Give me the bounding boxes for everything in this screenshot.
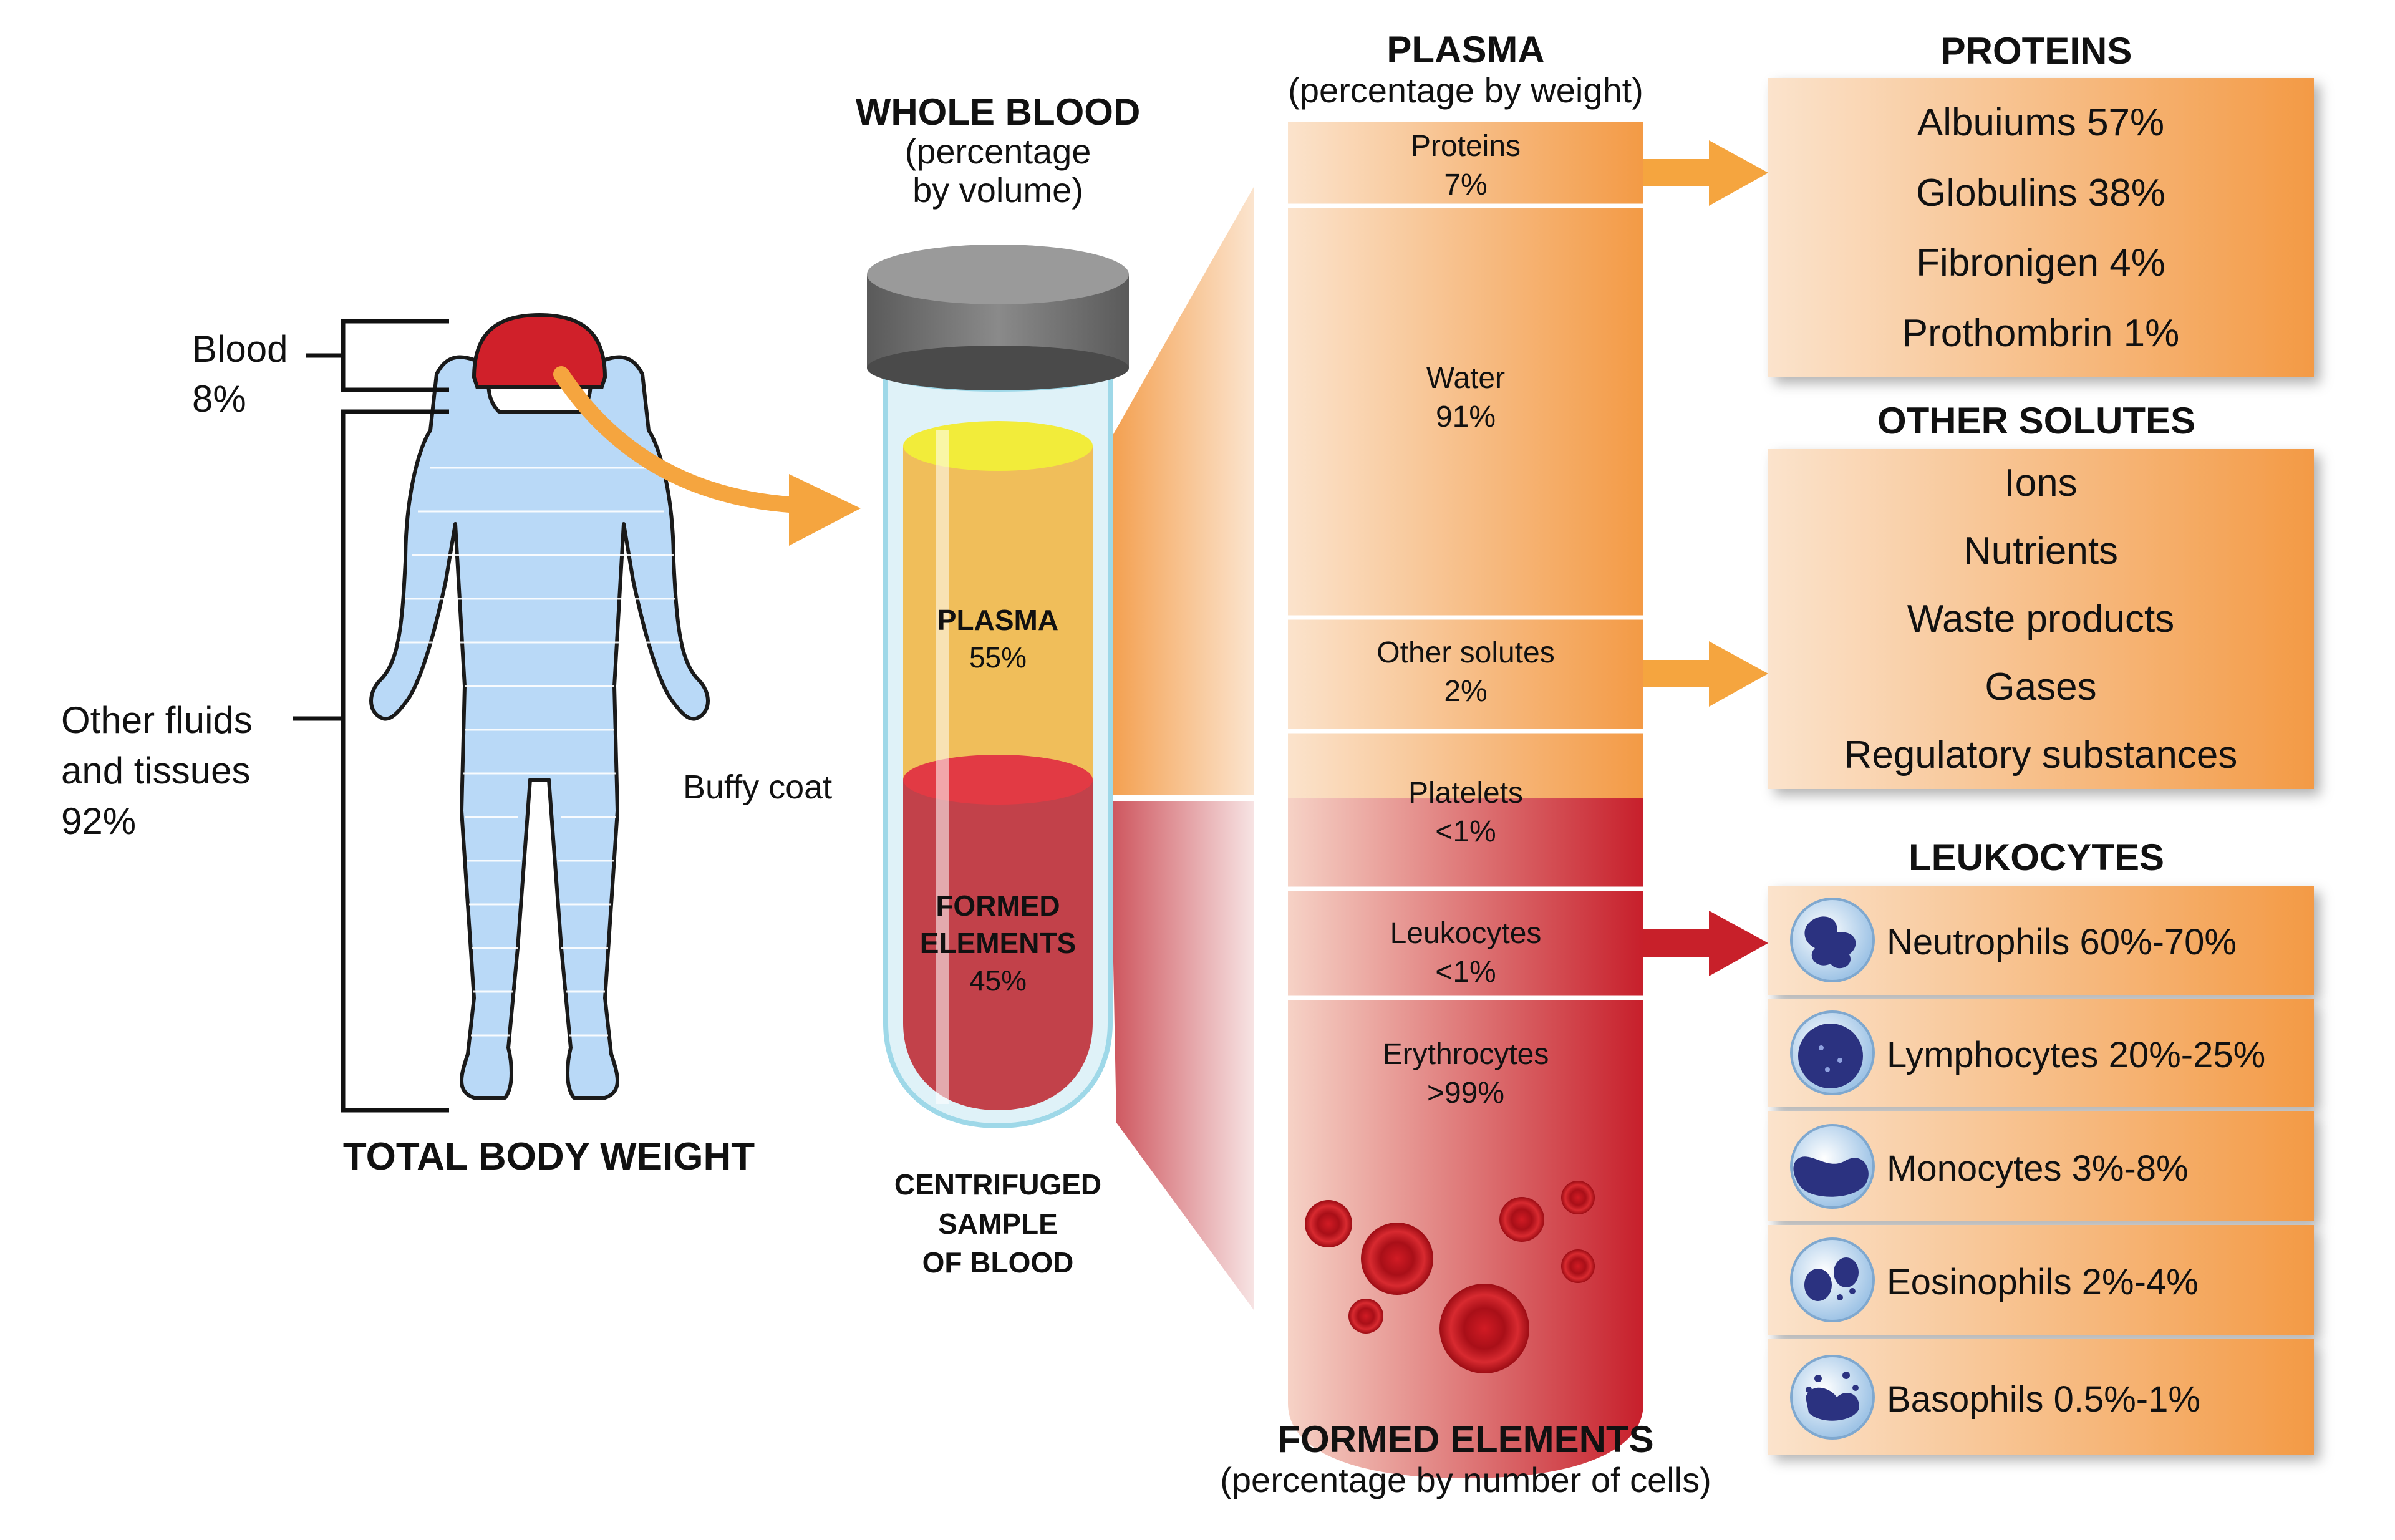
proteins-arrow bbox=[1643, 140, 1768, 206]
leukocyte-item: Eosinophils 2%-4% bbox=[1887, 1262, 2199, 1302]
tube-formed-label-1: FORMED bbox=[936, 889, 1060, 922]
solute-item: Nutrients bbox=[1963, 530, 2118, 573]
test-tube bbox=[867, 245, 1129, 1129]
tube-buffy-coat-surface bbox=[903, 755, 1093, 805]
tube-cap bbox=[867, 245, 1129, 390]
rbc-icon bbox=[1561, 1181, 1595, 1214]
other-percent: 92% bbox=[61, 800, 136, 842]
monocyte-icon bbox=[1790, 1124, 1875, 1209]
red-blood-cells bbox=[1305, 1181, 1595, 1373]
segment-proteins-label: Proteins bbox=[1411, 130, 1521, 163]
formed-elements-subtitle: (percentage by number of cells) bbox=[1220, 1460, 1711, 1499]
tube-plasma-percent: 55% bbox=[969, 641, 1027, 674]
segment-proteins-value: 7% bbox=[1444, 168, 1487, 201]
segment-leukocytes-label: Leukocytes bbox=[1390, 917, 1542, 950]
head-blood bbox=[472, 312, 607, 389]
solute-item: Regulatory substances bbox=[1844, 734, 2238, 777]
eosinophil-icon bbox=[1790, 1237, 1875, 1322]
rbc-icon bbox=[1439, 1284, 1529, 1373]
body-stripes bbox=[399, 467, 680, 1037]
blood-percent: 8% bbox=[192, 378, 246, 420]
segment-leukocytes-value: <1% bbox=[1435, 956, 1496, 989]
leukocytes-box bbox=[1768, 886, 2314, 1455]
tube-caption-1: CENTRIFUGED bbox=[894, 1168, 1101, 1201]
tube-formed-percent: 45% bbox=[969, 964, 1027, 997]
solute-item: Waste products bbox=[1907, 598, 2174, 641]
plasma-section bbox=[1288, 122, 1643, 798]
whole-blood-subtitle-2: by volume) bbox=[912, 170, 1083, 210]
formed-elements-section bbox=[1288, 798, 1643, 1478]
leukocytes-arrow bbox=[1643, 911, 1768, 976]
other-solutes-title: OTHER SOLUTES bbox=[1877, 400, 2195, 442]
blood-label: Blood bbox=[192, 328, 288, 370]
tube-formed-elements bbox=[903, 780, 1093, 1110]
tube-plasma-label: PLASMA bbox=[937, 604, 1058, 636]
other-fluids-label: Other fluids bbox=[61, 699, 253, 741]
rbc-icon bbox=[1561, 1249, 1595, 1283]
rbc-icon bbox=[1499, 1197, 1544, 1242]
formed-funnel bbox=[1110, 801, 1254, 1310]
other-solutes-box bbox=[1768, 449, 2314, 789]
protein-item: Globulins 38% bbox=[1916, 172, 2165, 215]
segment-other-solutes-value: 2% bbox=[1444, 675, 1487, 708]
other-tissues-label: and tissues bbox=[61, 750, 251, 792]
lymphocyte-icon bbox=[1790, 1010, 1875, 1095]
leukocyte-item: Basophils 0.5%-1% bbox=[1887, 1379, 2200, 1420]
leukocytes-title: LEUKOCYTES bbox=[1909, 836, 2164, 878]
whole-blood-subtitle-1: (percentage bbox=[905, 132, 1091, 171]
tube-caption-2: SAMPLE bbox=[938, 1208, 1058, 1240]
segment-water-label: Water bbox=[1426, 362, 1505, 395]
tube-caption-3: OF BLOOD bbox=[922, 1246, 1074, 1279]
rbc-icon bbox=[1361, 1223, 1433, 1295]
neutrophil-icon bbox=[1790, 898, 1875, 982]
tube-formed-label-2: ELEMENTS bbox=[920, 927, 1076, 959]
whole-blood-title: WHOLE BLOOD bbox=[856, 91, 1141, 133]
plasma-funnel bbox=[1110, 187, 1254, 795]
solute-item: Gases bbox=[1985, 666, 2096, 709]
protein-item: Fibronigen 4% bbox=[1916, 241, 2165, 284]
plasma-column-title: PLASMA bbox=[1386, 29, 1544, 70]
segment-platelets-value: <1% bbox=[1435, 815, 1496, 848]
plasma-column-subtitle: (percentage by weight) bbox=[1288, 70, 1643, 110]
basophil-icon bbox=[1790, 1355, 1875, 1440]
segment-water-value: 91% bbox=[1436, 400, 1496, 433]
head-to-tube-arrow bbox=[553, 366, 861, 546]
formed-elements-title: FORMED ELEMENTS bbox=[1277, 1418, 1653, 1460]
rbc-icon bbox=[1348, 1299, 1383, 1334]
proteins-box bbox=[1768, 78, 2314, 377]
tube-plasma-surface bbox=[903, 421, 1093, 471]
total-body-weight-title: TOTAL BODY WEIGHT bbox=[343, 1135, 755, 1178]
leukocyte-item: Neutrophils 60%-70% bbox=[1887, 922, 2237, 962]
proteins-title: PROTEINS bbox=[1941, 30, 2132, 72]
body-silhouette bbox=[369, 355, 710, 1100]
protein-item: Albuiums 57% bbox=[1917, 101, 2164, 144]
tube-plasma bbox=[903, 446, 1093, 780]
human-body-figure bbox=[369, 312, 710, 1100]
segment-erythrocytes-label: Erythrocytes bbox=[1383, 1038, 1549, 1071]
other-solutes-arrow bbox=[1643, 641, 1768, 707]
protein-item: Prothombrin 1% bbox=[1902, 312, 2180, 355]
segment-other-solutes-label: Other solutes bbox=[1377, 636, 1554, 669]
body-weight-brackets bbox=[293, 319, 449, 1113]
segment-platelets-label: Platelets bbox=[1408, 777, 1523, 810]
segment-erythrocytes-value: >99% bbox=[1427, 1077, 1504, 1110]
solute-item: Ions bbox=[2004, 462, 2077, 505]
leukocyte-item: Monocytes 3%-8% bbox=[1887, 1148, 2189, 1189]
buffy-coat-label: Buffy coat bbox=[683, 768, 832, 806]
leukocyte-item: Lymphocytes 20%-25% bbox=[1887, 1035, 2265, 1075]
rbc-icon bbox=[1305, 1200, 1352, 1247]
